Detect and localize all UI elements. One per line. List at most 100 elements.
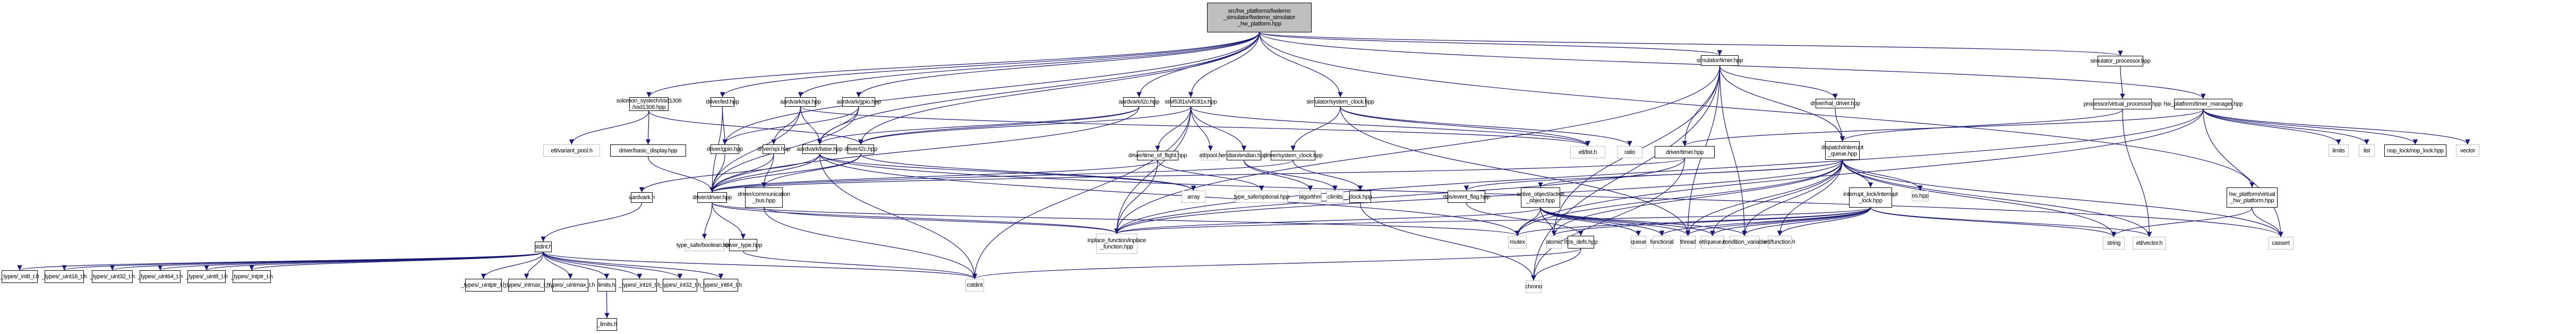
graph-node-evflag[interactable]: rtos/event_flag.hpp: [1443, 191, 1490, 203]
graph-node-ddriver[interactable]: driver/driver.hpp: [692, 192, 732, 203]
graph-node-di2c[interactable]: driver/i2c.hpp: [844, 144, 877, 154]
graph-node-t-int32[interactable]: _types/_int32_t.h: [659, 279, 701, 292]
edge-intq-to-osh: [1842, 159, 1923, 191]
graph-node-aspi[interactable]: aardvark/spi.hpp: [780, 97, 821, 107]
graph-node-mutex: mutex: [1508, 236, 1527, 249]
graph-node-vproc[interactable]: processor/virtual_processor.hpp: [2084, 99, 2162, 109]
graph-node-t-int8[interactable]: _types/_int8_t.h: [1, 270, 39, 283]
graph-node-simproc[interactable]: simulator_processor.hpp: [2091, 56, 2151, 66]
edge-abase-to-mutex: [819, 153, 1520, 236]
edge-aspi-to-etllist: [800, 106, 1590, 147]
graph-node-ssd1306[interactable]: solomon_systech/ssd1306 /ssd1306.hpp: [616, 97, 682, 111]
edge-dtimer-to-inplace: [1114, 158, 1685, 234]
graph-node-tmgr[interactable]: hw_platform/timer_manager.hpp: [2163, 99, 2243, 109]
graph-node--limitsh[interactable]: _limits.h: [597, 318, 617, 331]
edge-root-to-aspi: [798, 32, 1260, 98]
edge-vl53-to-inplace: [1114, 106, 1192, 234]
edge-tmgr-to-mutex: [1514, 109, 2204, 236]
edge-root-to-simtimer: [1259, 32, 1722, 56]
graph-node-t-int16[interactable]: _types/_int16_t.h: [619, 279, 661, 292]
graph-node-drvtype[interactable]: driver_type.hpp: [724, 239, 762, 251]
graph-node-agpio[interactable]: aardvark/gpio.hpp: [837, 97, 881, 107]
graph-node-stdint[interactable]: stdint.h: [534, 242, 552, 252]
graph-node-vhw[interactable]: hw_platform/virtual _hw_platform.hpp: [2227, 187, 2278, 208]
edge-root-to-vhw: [1259, 32, 2255, 188]
edge-simtimer-to-dtimer: [1682, 65, 1721, 147]
edge-commbus-to-cstdint: [763, 207, 978, 279]
edge-vproc-to-etlvector: [2122, 109, 2152, 237]
graph-node-bdisp[interactable]: driver/basic_display.hpp: [610, 144, 686, 157]
edge-tmgr-to-noplock: [2203, 109, 2418, 145]
graph-node-led[interactable]: driver/led.hpp: [706, 97, 739, 107]
edge-aspi-to-ddriver: [709, 106, 801, 193]
graph-node-t-uint32[interactable]: _types/_uint32_t.h: [90, 270, 135, 283]
graph-node-abase[interactable]: aardvark/base.hpp: [797, 144, 843, 154]
graph-node-t-intptr[interactable]: _types/_intptr_t.h: [231, 270, 273, 283]
graph-node-limitsh[interactable]: limits.h: [597, 279, 616, 292]
edge-root-to-agpio: [856, 32, 1260, 98]
graph-node-intq[interactable]: dispatch/interrupt _queue.hpp: [1821, 141, 1863, 160]
edge-tmgr-to-limits: [2203, 109, 2341, 145]
graph-node-dtimer[interactable]: driver/timer.hpp: [1655, 146, 1715, 158]
graph-node-clock[interactable]: clock.hpp: [1349, 191, 1372, 203]
edge-rtosdefs-to-chrono: [1531, 248, 1581, 281]
graph-node-dspi[interactable]: driver/spi.hpp: [757, 144, 790, 154]
graph-node-dgpio[interactable]: driver/gpio.hpp: [707, 144, 743, 154]
graph-node-actobj[interactable]: active_object/active _object.hpp: [1517, 187, 1564, 208]
edge-abase-to-ddriver: [709, 153, 820, 193]
edge-ddriver-to-boolean: [701, 202, 713, 239]
graph-node-t-uint64[interactable]: _types/_uint64_t.h: [138, 270, 183, 283]
graph-node-ai2c[interactable]: aardvark/i2c.hpp: [1119, 97, 1160, 107]
graph-node-dsysclk[interactable]: driver/system_clock.hpp: [1263, 151, 1323, 160]
edge-intq-to-evflag: [1464, 159, 1843, 191]
graph-node-aardvarkh[interactable]: aardvark.h: [629, 192, 655, 203]
edge-led-to-dgpio: [722, 106, 728, 145]
edge-simclock-to-dsysclk: [1290, 106, 1341, 151]
graph-node-commbus[interactable]: driver/communication _bus.hpp: [738, 187, 790, 208]
edge-intq-to-cassert: [1842, 159, 2283, 237]
graph-node-etlqueue: etl/queue.h: [1699, 236, 1726, 249]
edge-simtimer-to-inplace: [1114, 65, 1721, 234]
graph-node-t-uintptr[interactable]: _types/_uintptr_t.h: [461, 279, 506, 292]
edge-abase-to-cstdint: [819, 153, 978, 279]
graph-node-etlfunc: etl/function.h: [1764, 236, 1795, 249]
graph-node-noplock[interactable]: nop_lock/nop_lock.hpp: [2384, 144, 2446, 157]
graph-node-t-intmax[interactable]: _types/_intmax_t.h: [503, 279, 550, 292]
edge-agpio-to-ddriver: [709, 106, 859, 193]
graph-node-t-uint8[interactable]: _types/_uint8_t.h: [186, 270, 228, 283]
edge-intlock-to-inplace: [1114, 207, 1871, 234]
edge-intlock-to-atomic: [1551, 207, 1871, 236]
edge-tmgr-to-dtimer: [1682, 109, 2204, 147]
graph-node-functional: functional: [1650, 236, 1674, 249]
graph-node-intlock[interactable]: interrupt_lock/interrupt _lock.hpp: [1843, 187, 1898, 208]
edge-abase-to-aardvarkh: [639, 153, 820, 193]
graph-node-tof[interactable]: driver/time_of_flight.hpp: [1128, 151, 1187, 160]
graph-node-simtimer[interactable]: simulator/timer.hpp: [1697, 55, 1743, 66]
graph-node-t-uint16[interactable]: _types/_uint16_t.h: [42, 270, 87, 283]
edge-stdint-to-t_uint8: [204, 252, 544, 271]
graph-node-osh: os.hpp: [1912, 191, 1929, 201]
edge-endian-to-algorithm: [1243, 160, 1313, 191]
graph-node-endian[interactable]: endian/endian.hpp: [1221, 151, 1267, 160]
edge-ai2c-to-abase: [817, 106, 1140, 145]
edge-dsysclk-to-clock: [1293, 160, 1363, 191]
edge-vhw-to-string: [2111, 207, 2253, 237]
graph-node-t-uintmax[interactable]: _types/_uintmax_t.h: [546, 279, 595, 292]
graph-node-haldrv[interactable]: driver/hal_driver.hpp: [1810, 99, 1860, 108]
edge-root-to-dgpio: [722, 32, 1260, 145]
edge-aspi-to-dspi: [771, 106, 801, 145]
edge-stdint-to-t_uint32: [110, 252, 544, 271]
edge-aspi-to-abase: [800, 106, 823, 145]
edge-root-to-vl53: [1188, 32, 1260, 98]
edge-intlock-to-etlqueue: [1710, 207, 1871, 236]
graph-node-t-int64[interactable]: _types/_int64_t.h: [700, 279, 742, 292]
edge-simtimer-to-intq: [1719, 65, 1845, 142]
edge-intq-to-etlfunc: [1777, 159, 1843, 236]
edge-ddriver-to-drvtype: [712, 202, 746, 239]
graph-node-vl53[interactable]: st/vl53l1x/vl53l1x.hpp: [1165, 97, 1217, 107]
edge-actobj-to-functional: [1540, 207, 1665, 236]
graph-node-rtosdefs[interactable]: rtos_defs.hpp: [1564, 236, 1598, 249]
graph-node-root[interactable]: src/hw_platforms/fwdemo _simulator/fwdem…: [1207, 3, 1312, 32]
graph-node-simclock[interactable]: simulator/system_clock.hpp: [1306, 97, 1374, 107]
graph-node-cassert: cassert: [2268, 237, 2293, 250]
